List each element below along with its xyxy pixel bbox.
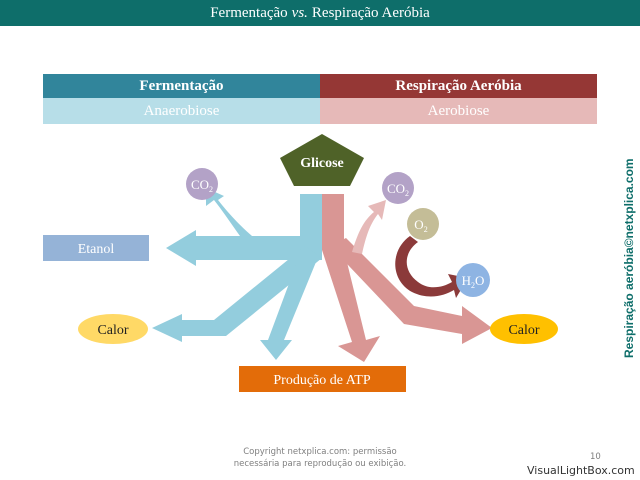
title-respiracao: Respiração Aeróbia — [311, 4, 430, 21]
arrow-to-atp-left — [260, 254, 316, 360]
arrow-o2-to-h2o — [395, 236, 468, 298]
respiration-flow — [322, 194, 492, 362]
calor-left-label: Calor — [97, 323, 128, 338]
slide-title: Fermentação vs. Respiração Aeróbia — [0, 0, 640, 26]
atp-label: Produção de ATP — [273, 373, 370, 388]
o2-circle — [407, 208, 439, 240]
watermark: VisualLightBox.com — [527, 464, 635, 477]
arrow-to-co2-right — [352, 200, 386, 254]
copyright-line-2: necessária para reprodução ou exibição. — [233, 459, 407, 469]
arrow-to-co2-left — [206, 188, 252, 236]
co2-left-label: CO2 — [191, 177, 213, 194]
calor-left-ellipse — [78, 314, 148, 344]
copyright-notice: Copyright netxplica.com: permissão neces… — [180, 446, 460, 470]
respiration-trunk — [322, 194, 344, 250]
title-vs: vs. — [291, 4, 308, 21]
h2o-label: H2O — [462, 273, 485, 290]
co2-left-circle — [186, 168, 218, 200]
etanol-box — [43, 235, 149, 261]
o2-label: O2 — [414, 217, 427, 234]
copyright-line-1: Copyright netxplica.com: permissão — [243, 447, 397, 457]
glicose-pentagon — [280, 134, 364, 186]
sub-anaerobiose: Anaerobiose — [43, 98, 320, 124]
atp-box — [239, 366, 406, 392]
sub-aerobiose: Aerobiose — [320, 98, 597, 124]
co2-right-circle — [382, 172, 414, 204]
h2o-circle — [456, 263, 490, 297]
calor-right-ellipse — [490, 314, 558, 344]
page-number: 10 — [590, 452, 601, 462]
title-fermentacao: Fermentação — [210, 4, 288, 21]
glicose-label: Glicose — [300, 156, 344, 171]
arrow-to-atp-right — [322, 250, 380, 362]
arrow-to-etanol — [166, 230, 322, 266]
side-credit: Respiração aeróbia©netxplica.com — [622, 158, 636, 358]
header-respiracao: Respiração Aeróbia — [320, 74, 597, 98]
co2-right-label: CO2 — [387, 181, 409, 198]
calor-right-label: Calor — [508, 323, 539, 338]
arrow-to-calor-left — [152, 246, 322, 342]
fermentation-flow — [152, 188, 322, 360]
header-fermentacao: Fermentação — [43, 74, 320, 98]
arrow-to-calor-right — [330, 238, 492, 344]
etanol-label: Etanol — [78, 242, 115, 257]
